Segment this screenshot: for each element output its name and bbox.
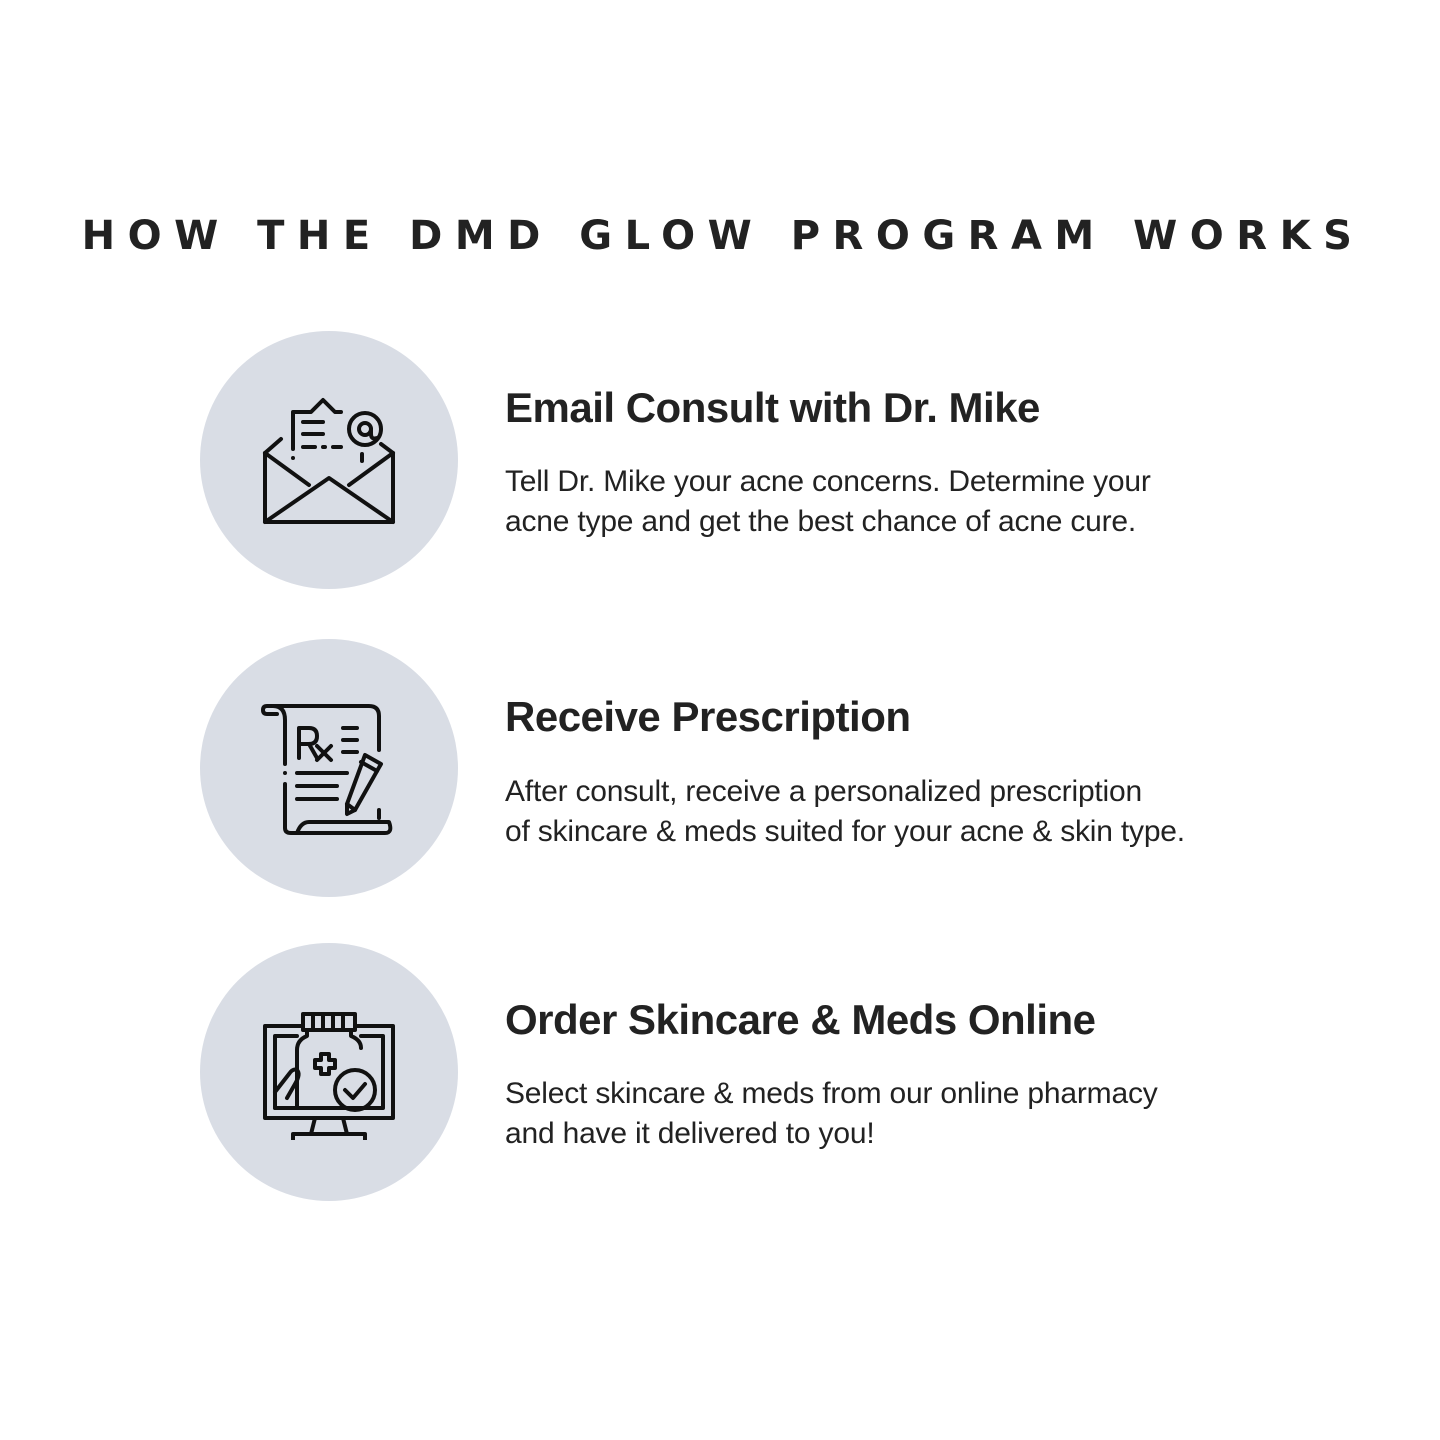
- step-heading: Receive Prescription: [505, 693, 911, 740]
- description-line: After consult, receive a personalized pr…: [505, 775, 1142, 808]
- description-line: of skincare & meds suited for your acne …: [505, 815, 1185, 848]
- page-title: HOW THE DMD GLOW PROGRAM WORKS: [81, 213, 1365, 259]
- online-pharmacy-monitor-icon: [263, 1012, 395, 1140]
- step-description: After consult, receive a personalized pr…: [505, 772, 1185, 852]
- icon-circle: [200, 943, 458, 1201]
- step-heading: Email Consult with Dr. Mike: [505, 384, 1040, 431]
- description-line: and have it delivered to you!: [505, 1117, 875, 1150]
- icon-circle: [200, 639, 458, 897]
- description-line: Select skincare & meds from our online p…: [505, 1077, 1158, 1110]
- step-receive-prescription: Receive Prescription After consult, rece…: [0, 639, 1440, 899]
- description-line: acne type and get the best chance of acn…: [505, 505, 1137, 538]
- icon-circle: [200, 331, 458, 589]
- step-order-online: Order Skincare & Meds Online Select skin…: [0, 943, 1440, 1203]
- email-envelope-at-icon: [263, 398, 395, 524]
- step-email-consult: Email Consult with Dr. Mike Tell Dr. Mik…: [0, 331, 1440, 591]
- step-description: Tell Dr. Mike your acne concerns. Determ…: [505, 462, 1151, 542]
- description-line: Tell Dr. Mike your acne concerns. Determ…: [505, 465, 1151, 498]
- prescription-rx-pencil-icon: [261, 704, 393, 835]
- step-description: Select skincare & meds from our online p…: [505, 1074, 1158, 1154]
- step-heading: Order Skincare & Meds Online: [505, 996, 1096, 1043]
